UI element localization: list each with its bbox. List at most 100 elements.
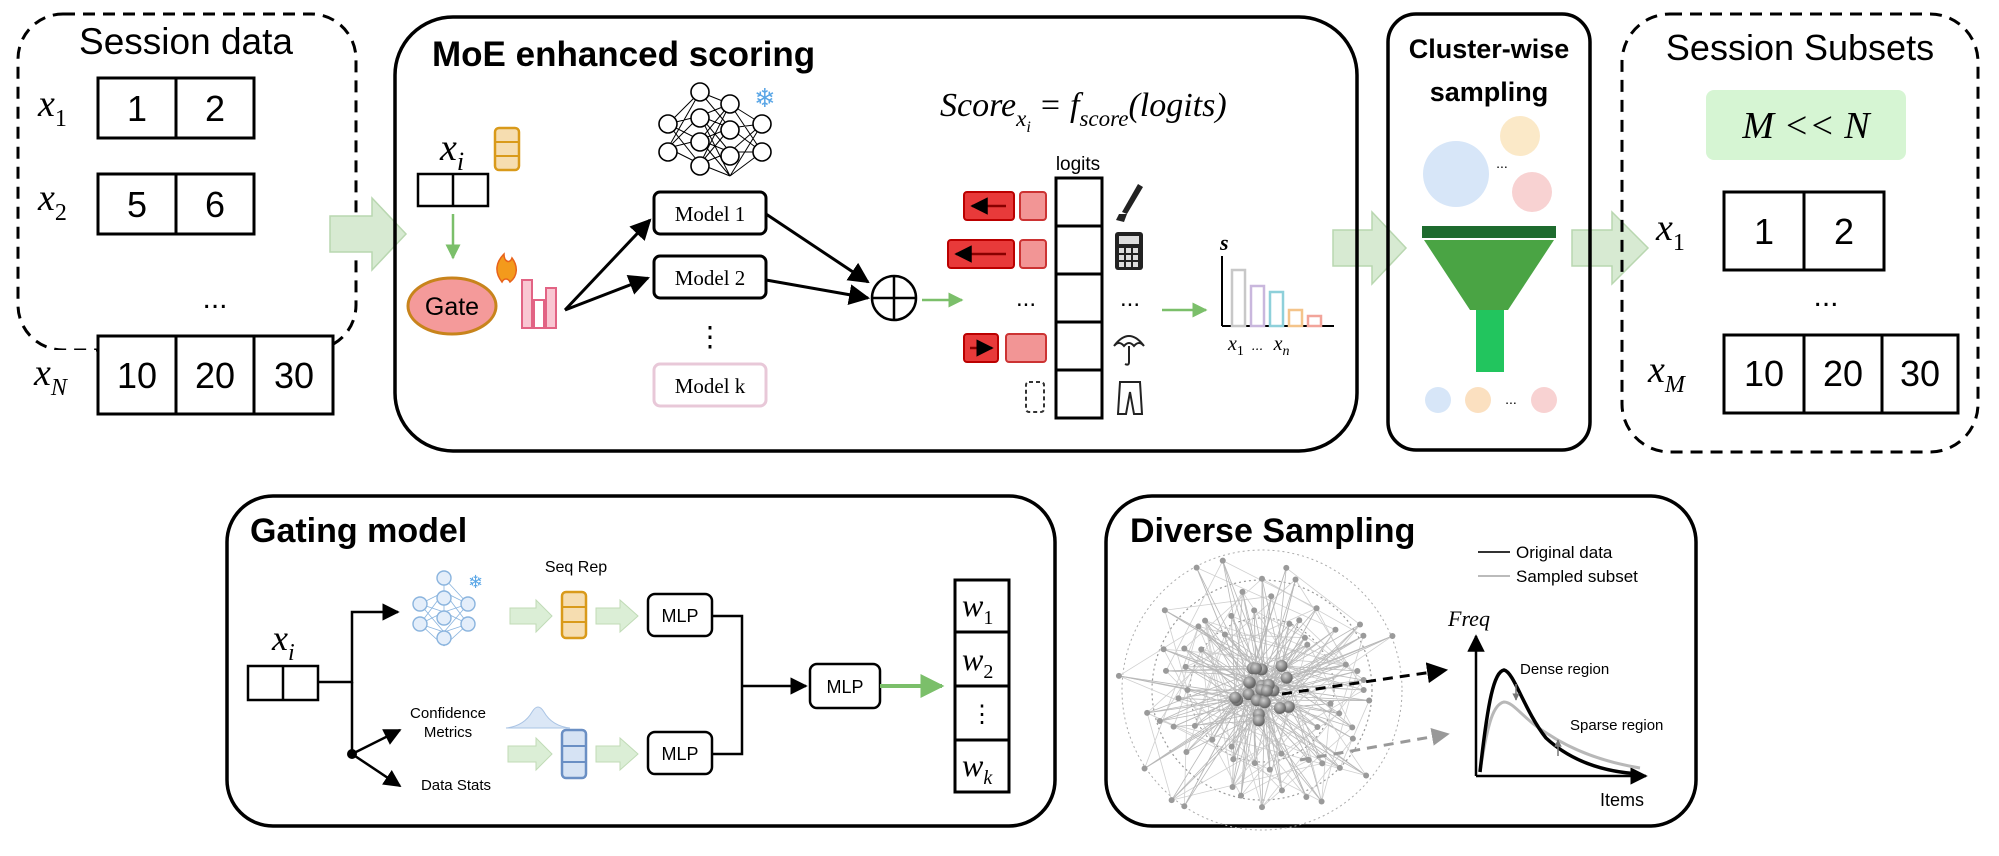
graph-node [1318,798,1325,805]
graph-edge [1273,664,1346,691]
graph-edge [1200,649,1260,721]
graph-node [1336,764,1343,771]
diverse-sampling-panel: Diverse Sampling Original data Sampled s… [1104,494,1698,831]
moe-panel: MoE enhanced scoring xi Gate [393,15,1359,453]
graph-edge [1240,664,1347,796]
graph-edge [1264,701,1367,776]
gate-weights-bars-icon [521,279,557,329]
svg-text:10: 10 [1744,353,1784,394]
cluster-dots: ... [1496,155,1508,171]
gate-node: Gate [406,276,498,336]
original-curve [1478,668,1641,776]
graph-edge [1196,567,1262,698]
calculator-icon [1115,232,1143,270]
graph-node [1304,641,1311,648]
graph-edge [1164,595,1272,611]
graph-core-node [1275,659,1288,672]
graph-node [1182,663,1189,670]
hist-bar [1249,284,1266,328]
logits-dots: ... [1016,285,1036,312]
row-var: x [37,83,55,125]
graph-node [1303,794,1310,801]
graph-edge [1234,591,1243,698]
graph-edge [1261,644,1308,808]
graph-edge [1171,668,1254,801]
graph-edge [1304,637,1353,728]
graph-node [1209,736,1216,743]
score-formula: Scorexi=fscore(logits) [940,87,1227,136]
graph-node [1144,709,1151,716]
logit-bar-2 [947,239,1047,269]
freq-axis-label: Freq [1447,606,1490,631]
cluster-sample-dot [1465,387,1491,413]
subsets-formula-badge [1706,90,1906,160]
session-subsets-panel: Session Subsets M << N x1 1 2 ... xM 10 … [1620,12,1980,454]
svg-text:x1: x1 [1655,207,1685,256]
graph-edge [1194,707,1281,727]
fire-icon [496,252,517,284]
funnel-icon [1422,226,1556,372]
umbrella-icon [1113,335,1145,366]
diverse-title: Diverse Sampling [1130,512,1415,550]
graph-node [1221,631,1228,638]
faint-arrow [595,736,639,772]
graph-node [1184,687,1191,693]
confidence-label-line1: Confidence [410,705,486,722]
graph-node [1314,724,1321,731]
flow-arrow-3 [1571,210,1650,286]
confidence-label-line2: Metrics [424,724,472,741]
svg-text:30: 30 [1900,353,1940,394]
graph-edge [1173,720,1259,727]
graph-node [1168,797,1175,804]
graph-node [1286,620,1293,627]
cluster-sample-dot [1425,387,1451,413]
gating-title: Gating model [250,512,467,550]
graph-node [1301,634,1308,641]
cell: 6 [205,184,225,225]
graph-edge [1178,697,1259,721]
svg-text:MLP: MLP [661,744,698,764]
graph-edge [1171,762,1323,801]
graph-node [1115,672,1122,679]
graph-edge [1286,635,1393,679]
graph-edge [1184,648,1249,695]
graph-node [1268,593,1275,600]
graph-edge [1178,697,1265,703]
svg-text:1: 1 [1754,211,1774,252]
weight-k: wk [962,747,993,789]
graph-edge [1286,677,1340,714]
cluster-title-line1: Cluster-wise [1409,34,1570,64]
stats-embedding-icon [560,728,588,780]
graph-edge [1171,714,1260,801]
graph-node [1283,564,1290,571]
models-vdots: ⋮ [696,322,724,353]
graph-node [1360,632,1367,639]
graph-edge [1185,666,1236,698]
session-row-1: x1 1 2 [37,76,256,140]
graph-edge [1146,712,1271,770]
graph-edge [1279,629,1336,709]
logit-bar-empty [1025,381,1045,413]
graph-edge [1268,684,1310,761]
graph-node [1278,787,1285,794]
subsets-ellipsis: ... [1813,280,1838,313]
sparse-region-label: Sparse region [1570,717,1663,734]
model-1-box: Model 1 [652,190,768,236]
graph-edge [1273,635,1393,691]
hist-bar [1306,314,1323,328]
graph-core-node [1282,700,1295,713]
weight-1: w1 [962,587,993,629]
hist-x-label: x1...xn [1227,333,1289,359]
graph-edge [1321,670,1358,802]
faint-arrow [507,736,553,772]
graph-node [1332,626,1339,633]
graph-edge [1261,578,1282,667]
graph-edge [1232,713,1340,788]
flow-arrow-1 [329,196,408,272]
graph-node [1251,760,1258,767]
svg-text:xM: xM [1647,349,1687,398]
graph-node [1266,766,1273,773]
graph-edge [1118,626,1199,677]
graph-core-node [1258,696,1271,709]
session-data-title: Session data [79,21,293,62]
